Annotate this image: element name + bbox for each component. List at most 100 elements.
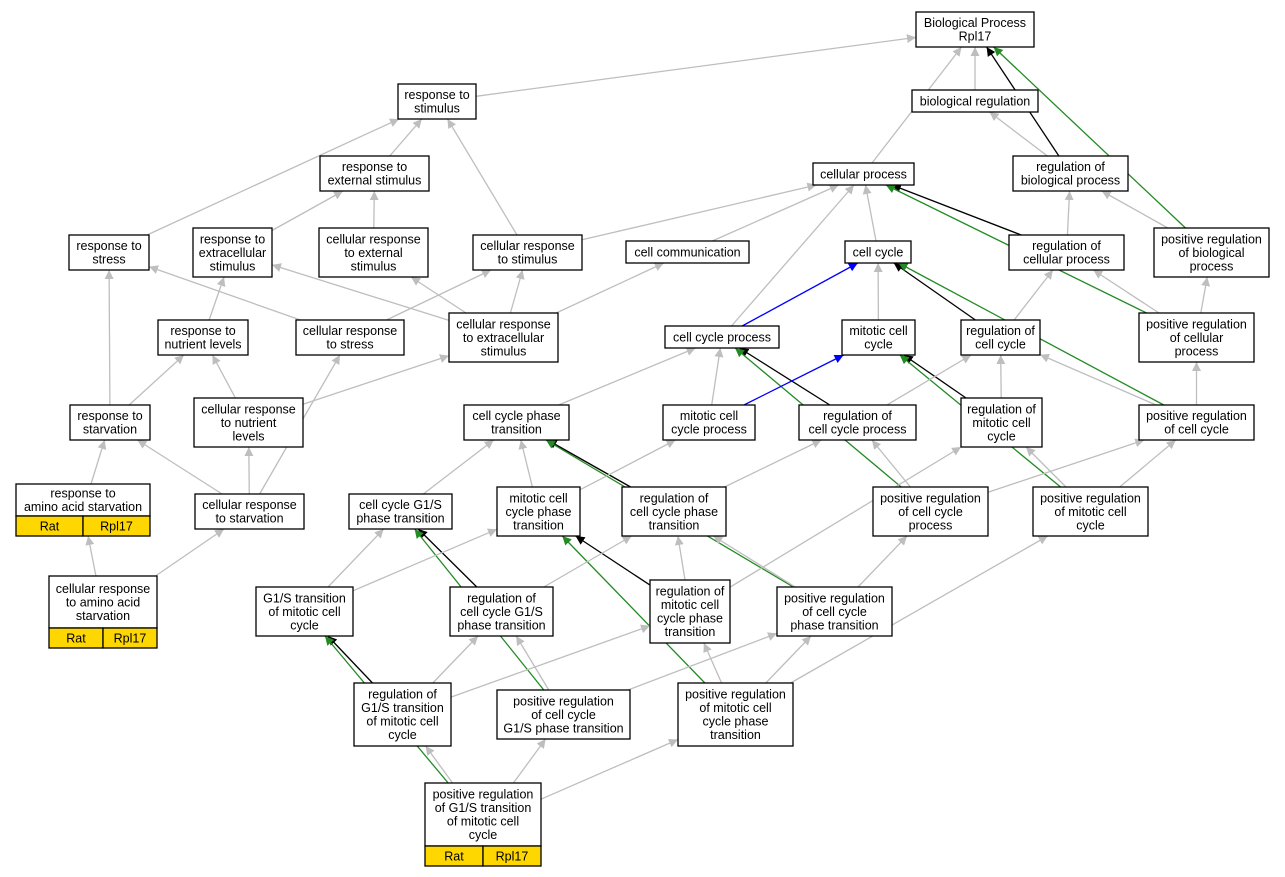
edge-is-a-resp-stim-to-bp <box>475 34 917 97</box>
edge-is-a-cr-nutr-to-cr-extra <box>302 354 450 405</box>
term-node-cc-proc[interactable]: cell cycle process <box>664 325 780 349</box>
term-label-line: Biological Process <box>924 16 1026 30</box>
edge-is-a-pos-reg-mit-ccp-trans-to-pos-reg-mit-cc <box>790 535 1049 684</box>
edge-is-a-reg-mit-cc-to-reg-cc <box>996 354 1006 399</box>
edge-is-a-resp-starv-to-resp-stress <box>104 269 114 406</box>
edge-is-a-resp-aa-starv-to-resp-starv <box>90 439 107 485</box>
term-label-line: positive regulation <box>685 688 786 702</box>
term-node-cell-cycle[interactable]: cell cycle <box>844 240 912 264</box>
edge-is-a-pos-reg-ccp-trans-to-reg-ccp-trans <box>712 535 796 588</box>
edge-is-a-reg-g1s-mit-to-reg-mit-ccp-trans <box>450 624 651 698</box>
edge-regulates-reg-ccp-trans-to-ccp-trans <box>547 439 631 488</box>
term-label-line: cell cycle process <box>673 330 771 344</box>
term-label-line: regulation of <box>467 591 536 605</box>
term-label-line: phase transition <box>790 618 878 632</box>
term-box <box>193 397 304 448</box>
term-node-cell-comm[interactable]: cell communication <box>625 240 750 264</box>
term-box <box>1008 234 1125 271</box>
edge-is-a-ccp-trans-to-cc-proc <box>558 347 696 406</box>
term-label-line: cycle phase <box>657 612 723 626</box>
edge-is-a-resp-ext-to-resp-stim <box>389 118 423 157</box>
term-box <box>192 227 273 278</box>
term-box <box>397 83 477 120</box>
term-label-line: of mitotic cell <box>268 605 340 619</box>
term-box <box>621 486 727 537</box>
term-label-line: mitotic cell <box>509 491 567 505</box>
term-label-line: regulation of <box>966 324 1035 338</box>
annotation-species: Rat <box>444 849 464 863</box>
annotation-gene: Rpl17 <box>100 519 133 533</box>
term-label-line: cycle <box>290 618 319 632</box>
edge-is-a-reg-g1s-trans-to-reg-ccp-trans <box>543 535 633 588</box>
edge-is-a-reg-cell-proc-to-reg-bio <box>1064 190 1074 236</box>
term-box <box>662 404 756 441</box>
edge-is-a-cr-starv-to-resp-starv <box>137 439 223 495</box>
term-label-line: positive regulation <box>880 491 981 505</box>
annotation-cell <box>102 627 158 649</box>
term-box <box>472 234 583 271</box>
term-box <box>844 240 912 264</box>
term-box <box>348 493 453 530</box>
term-label-line: cycle <box>1076 518 1105 532</box>
term-box <box>872 486 989 537</box>
edge-is-a-cr-extra-to-cell-comm <box>555 262 665 314</box>
term-label-line: regulation of <box>1032 239 1101 253</box>
term-label-line: cellular response <box>56 582 151 596</box>
term-node-cell-proc[interactable]: cellular process <box>812 162 915 186</box>
term-box <box>353 682 452 747</box>
term-label-line: cycle phase <box>702 715 768 729</box>
term-box <box>1032 486 1149 537</box>
edge-is-a-pos-reg-bio-to-reg-bio <box>1101 190 1169 229</box>
edge-is-a-resp-nutr-to-resp-extra <box>208 276 226 321</box>
term-box <box>960 397 1043 448</box>
annotation-cell <box>482 845 542 867</box>
term-box <box>69 404 151 441</box>
edge-is-a-resp-starv-to-resp-nutr <box>128 354 185 406</box>
term-label-line: stress <box>92 253 125 267</box>
term-label-line: transition <box>665 625 716 639</box>
term-label-line: cell cycle phase <box>472 409 560 423</box>
term-label-line: response to <box>76 239 141 253</box>
edge-regulates-reg-ccp-to-cc-proc <box>739 347 831 406</box>
term-node-bio-reg[interactable]: biological regulation <box>911 89 1039 113</box>
